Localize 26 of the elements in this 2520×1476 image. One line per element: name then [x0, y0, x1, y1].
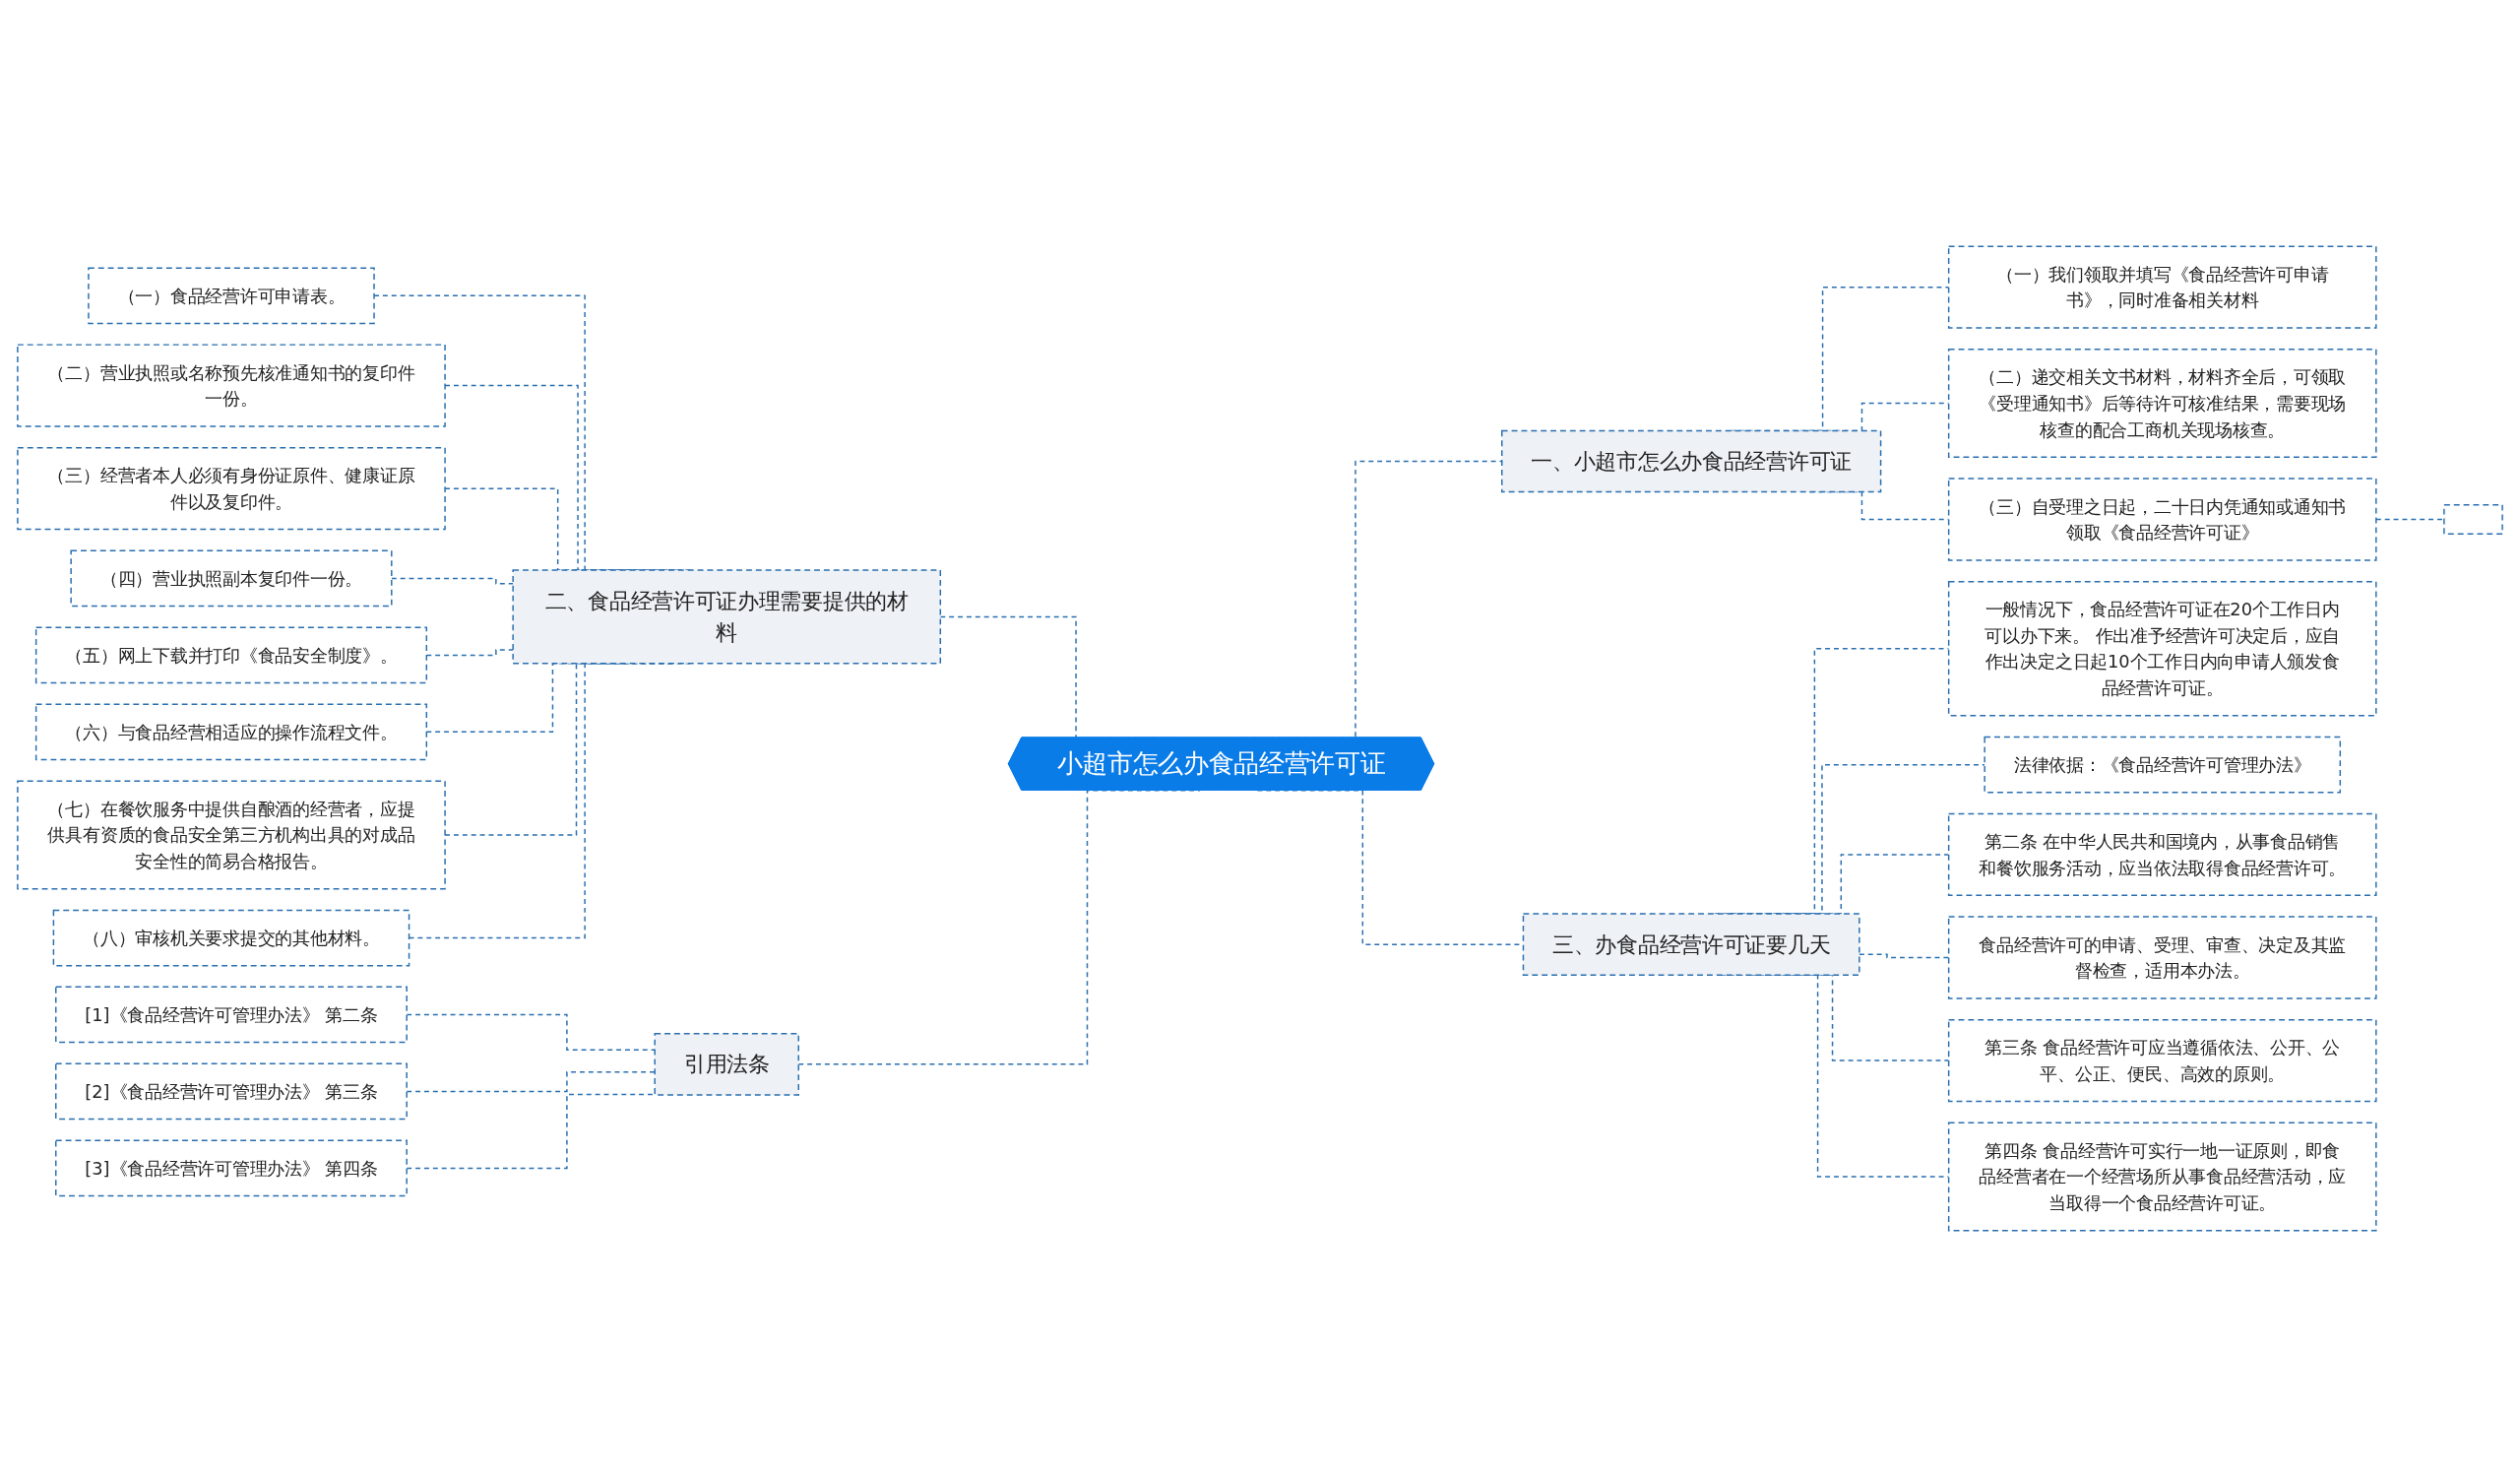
- node-box: （三）经营者本人必须有身份证原件、健康证原件以及复印件。: [17, 446, 446, 530]
- node-box: （七）在餐饮服务中提供自酿酒的经营者，应提供具有资质的食品安全第三方机构出具的对成品安全性的简易合格报告。: [17, 779, 446, 889]
- node-box: 第四条 食品经营许可实行一地一证原则，即食品经营者在一个经营场所从事食品经营活动，应当取得一个食品经营许可证。: [1947, 1122, 2377, 1232]
- node-box: 食品经营许可的申请、受理、审查、决定及其监督检查，适用本办法。: [1947, 915, 2377, 999]
- node-box: 法律依据：《食品经营许可管理办法》: [1984, 736, 2342, 793]
- node-box: （五）网上下载并打印《食品安全制度》。: [34, 626, 428, 683]
- node-box: 第三条 食品经营许可应当遵循依法、公开、公平、公正、便民、高效的原则。: [1947, 1018, 2377, 1102]
- node-box: （一）食品经营许可申请表。: [88, 266, 375, 324]
- node-box: 引用法条: [654, 1032, 799, 1096]
- node-box: 一、小超市怎么办食品经营许可证: [1501, 429, 1882, 492]
- node-box: （一）我们领取并填写《食品经营许可申请书》，同时准备相关材料: [1947, 244, 2377, 329]
- node-box: （六）与食品经营相适应的操作流程文件。: [34, 703, 428, 760]
- node-box: [2]《食品经营许可管理办法》 第三条: [55, 1062, 408, 1120]
- node-box: （八）审核机关要求提交的其他材料。: [52, 909, 410, 966]
- node-box: [2443, 503, 2503, 535]
- node-box: （四）营业执照副本复印件一份。: [70, 549, 393, 607]
- node-box: （三）自受理之日起，二十日内凭通知或通知书领取《食品经营许可证》: [1947, 477, 2377, 561]
- node-box: 二、食品经营许可证办理需要提供的材料: [512, 568, 942, 664]
- node-box: 一般情况下，食品经营许可证在20个工作日内可以办下来。 作出准予经营许可决定后，应自作出决定之日起10个工作日内向申请人颁发食品经营许可证。: [1947, 580, 2377, 717]
- node-box: [3]《食品经营许可管理办法》 第四条: [55, 1139, 408, 1196]
- node-box: [1]《食品经营许可管理办法》 第二条: [55, 986, 408, 1043]
- node-box: 三、办食品经营许可证要几天: [1522, 912, 1860, 976]
- node-box: （二）营业执照或名称预先核准通知书的复印件一份。: [17, 343, 446, 427]
- connector: [391, 577, 514, 584]
- node-box: 第二条 在中华人民共和国境内，从事食品销售和餐饮服务活动，应当依法取得食品经营许可。: [1947, 812, 2377, 896]
- node-box: （二）递交相关文书材料，材料齐全后，可领取《受理通知书》后等待许可核准结果，需要现场核查的配合工商机关现场核查。: [1947, 348, 2377, 458]
